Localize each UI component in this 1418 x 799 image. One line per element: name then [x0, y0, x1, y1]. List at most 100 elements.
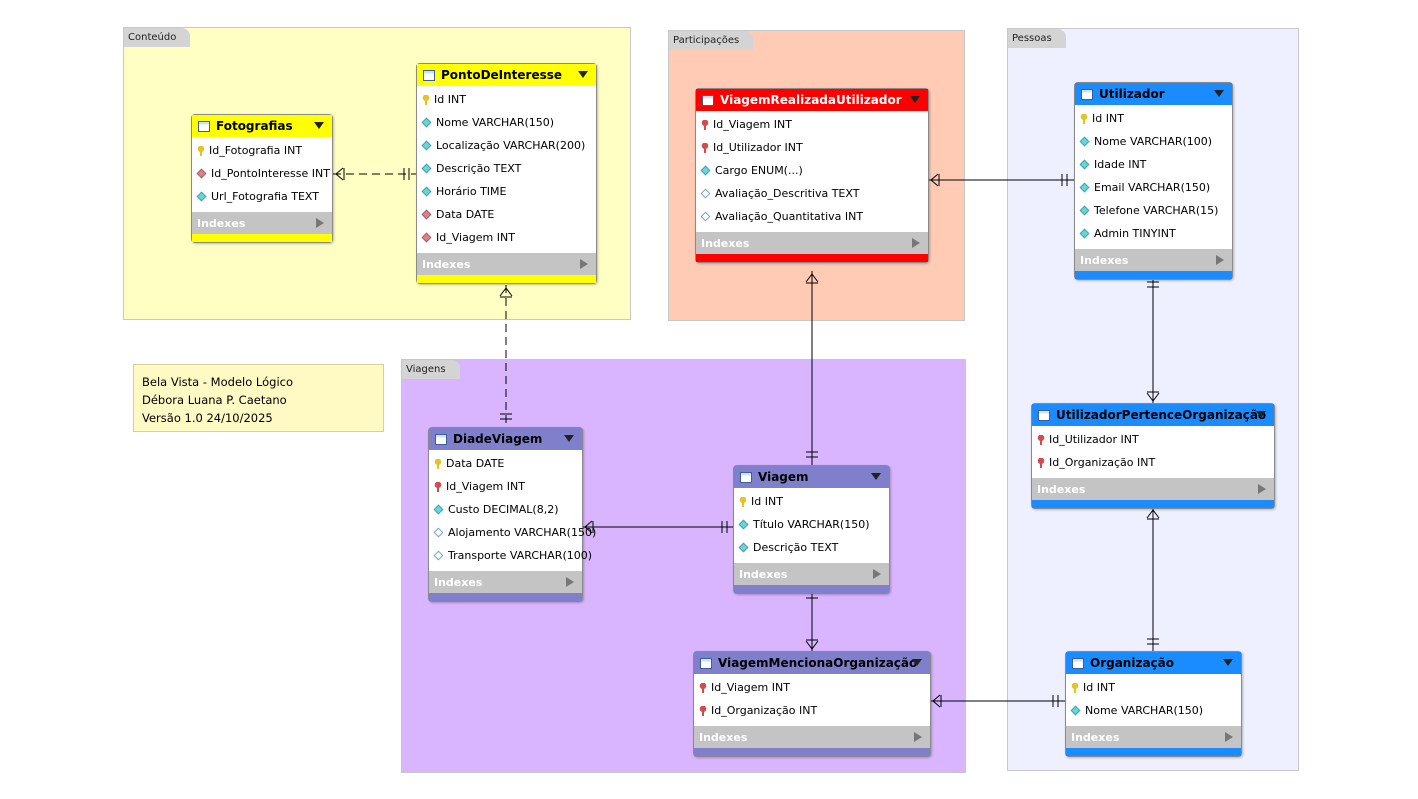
- note-line: Versão 1.0 24/10/2025: [142, 411, 273, 425]
- table-icon: [198, 120, 210, 132]
- layer-label: Conteúdo: [124, 28, 191, 47]
- table-header[interactable]: ViagemMencionaOrganização: [694, 652, 930, 674]
- column-row[interactable]: Id_Viagem INT: [696, 113, 928, 136]
- indexes-section[interactable]: Indexes: [1066, 726, 1241, 748]
- column-row[interactable]: Data DATE: [417, 203, 596, 226]
- foreign-primary-key-icon: [701, 119, 709, 130]
- column-row[interactable]: Id_Utilizador INT: [1032, 428, 1274, 451]
- indexes-section[interactable]: Indexes: [192, 212, 332, 234]
- collapse-arrow-icon[interactable]: [910, 96, 920, 103]
- rel-diadeviagem-viagem[interactable]: [582, 520, 735, 534]
- expand-arrow-icon[interactable]: [873, 569, 881, 579]
- column-row[interactable]: Alojamento VARCHAR(150): [429, 521, 596, 544]
- expand-arrow-icon[interactable]: [316, 218, 324, 228]
- table-icon: [1081, 88, 1093, 100]
- indexes-section[interactable]: Indexes: [1075, 249, 1232, 271]
- column-row[interactable]: Cargo ENUM(...): [696, 159, 928, 182]
- rel-viagem-vmo[interactable]: [805, 588, 819, 652]
- rel-utilizador-upo[interactable]: [1146, 277, 1160, 404]
- column-row[interactable]: Id_Viagem INT: [417, 226, 596, 249]
- indexes-section[interactable]: Indexes: [417, 253, 596, 275]
- column-row[interactable]: Transporte VARCHAR(100): [429, 544, 592, 567]
- column-row[interactable]: Nome VARCHAR(150): [417, 111, 596, 134]
- collapse-arrow-icon[interactable]: [578, 71, 588, 78]
- rel-ponto-diadeviagem[interactable]: [499, 285, 513, 428]
- column-row[interactable]: Descrição TEXT: [417, 157, 596, 180]
- column-row[interactable]: Admin TINYINT: [1075, 222, 1232, 245]
- column-label: Id INT: [1083, 681, 1115, 694]
- expand-arrow-icon[interactable]: [1225, 732, 1233, 742]
- table-header[interactable]: PontoDeInteresse: [417, 64, 596, 86]
- column-row[interactable]: Data DATE: [429, 452, 582, 475]
- table-header[interactable]: Fotografias: [192, 115, 332, 137]
- column-row[interactable]: Id INT: [734, 490, 889, 513]
- table-header[interactable]: Viagem: [734, 466, 889, 488]
- rel-vmo-organizacao[interactable]: [930, 694, 1066, 708]
- column-row[interactable]: Id_Organização INT: [694, 699, 930, 722]
- expand-arrow-icon[interactable]: [1216, 255, 1224, 265]
- rel-vru-utilizador[interactable]: [928, 173, 1075, 187]
- column-row[interactable]: Id INT: [1075, 107, 1232, 130]
- indexes-section[interactable]: Indexes: [429, 571, 582, 593]
- rel-vru-viagem[interactable]: [805, 271, 819, 465]
- column-row[interactable]: Id INT: [417, 88, 596, 111]
- table-header[interactable]: UtilizadorPertenceOrganização: [1032, 404, 1274, 426]
- diagram-note[interactable]: Bela Vista - Modelo Lógico Débora Luana …: [133, 364, 384, 432]
- expand-arrow-icon[interactable]: [912, 238, 920, 248]
- column-row[interactable]: Horário TIME: [417, 180, 596, 203]
- expand-arrow-icon[interactable]: [580, 259, 588, 269]
- collapse-arrow-icon[interactable]: [871, 473, 881, 480]
- column-row[interactable]: Idade INT: [1075, 153, 1232, 176]
- column-row[interactable]: Id INT: [1066, 676, 1241, 699]
- column-row[interactable]: Custo DECIMAL(8,2): [429, 498, 582, 521]
- table-header[interactable]: DiadeViagem: [429, 428, 582, 450]
- table-header[interactable]: Organização: [1066, 652, 1241, 674]
- column-row[interactable]: Email VARCHAR(150): [1075, 176, 1232, 199]
- column-row[interactable]: Avaliação_Descritiva TEXT: [696, 182, 928, 205]
- column-row[interactable]: Id_Viagem INT: [429, 475, 582, 498]
- column-row[interactable]: Avaliação_Quantitativa INT: [696, 205, 928, 228]
- indexes-section[interactable]: Indexes: [694, 726, 930, 748]
- expand-arrow-icon[interactable]: [566, 577, 574, 587]
- indexes-section[interactable]: Indexes: [696, 232, 928, 254]
- table-icon: [1038, 409, 1050, 421]
- expand-arrow-icon[interactable]: [1258, 484, 1266, 494]
- collapse-arrow-icon[interactable]: [564, 435, 574, 442]
- table-header[interactable]: Utilizador: [1075, 83, 1232, 105]
- column-row[interactable]: Id_Viagem INT: [694, 676, 930, 699]
- collapse-arrow-icon[interactable]: [314, 122, 324, 129]
- column-row[interactable]: Url_Fotografia TEXT: [192, 185, 332, 208]
- collapse-arrow-icon[interactable]: [1256, 411, 1266, 418]
- collapse-arrow-icon[interactable]: [1214, 90, 1224, 97]
- column-row[interactable]: Título VARCHAR(150): [734, 513, 889, 536]
- rel-upo-organizacao[interactable]: [1146, 507, 1160, 652]
- column-row[interactable]: Localização VARCHAR(200): [417, 134, 596, 157]
- collapse-arrow-icon[interactable]: [912, 659, 922, 666]
- column-row[interactable]: Id_PontoInteresse INT: [192, 162, 332, 185]
- column-row[interactable]: Descrição TEXT: [734, 536, 889, 559]
- rel-fotografias-ponto[interactable]: [333, 167, 417, 181]
- table-organizacao[interactable]: Organização Id INT Nome VARCHAR(150) Indexe…: [1065, 651, 1242, 757]
- column-row[interactable]: Id_Organização INT: [1032, 451, 1274, 474]
- column-row[interactable]: Nome VARCHAR(150): [1066, 699, 1241, 722]
- column-row[interactable]: Id_Fotografia INT: [192, 139, 332, 162]
- column-row[interactable]: Nome VARCHAR(100): [1075, 130, 1232, 153]
- table-header[interactable]: ViagemRealizadaUtilizador: [696, 89, 928, 111]
- indexes-section[interactable]: Indexes: [1032, 478, 1274, 500]
- collapse-arrow-icon[interactable]: [1223, 659, 1233, 666]
- primary-key-icon: [434, 458, 442, 469]
- indexes-section[interactable]: Indexes: [734, 563, 889, 585]
- expand-arrow-icon[interactable]: [914, 732, 922, 742]
- column-row[interactable]: Id_Utilizador INT: [696, 136, 928, 159]
- column-row[interactable]: Telefone VARCHAR(15): [1075, 199, 1232, 222]
